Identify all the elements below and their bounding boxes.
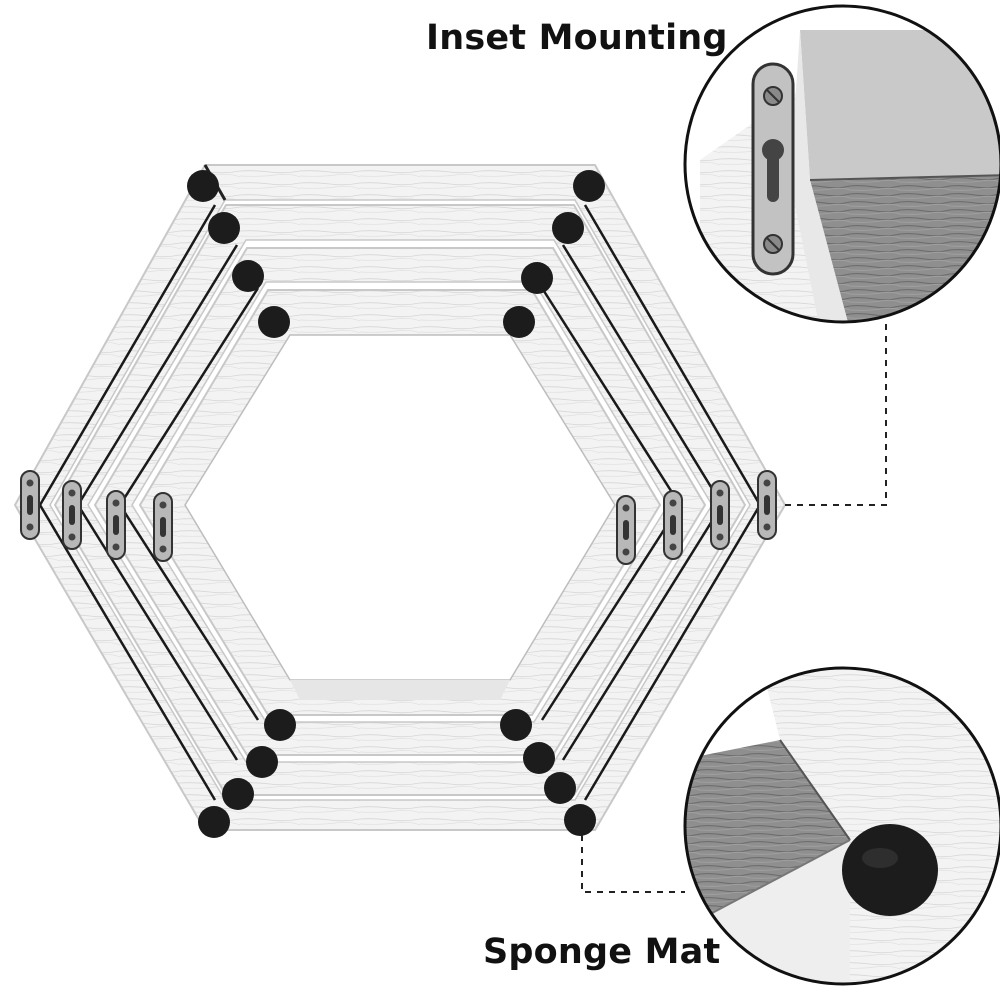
sponge-mat-detail: [683, 666, 1000, 986]
keyhole-hanger-icon: [751, 62, 795, 276]
hexagon-frame-inner: [138, 289, 662, 716]
sponge-mat-label: Sponge Mat: [483, 932, 721, 972]
sponge-pads: [187, 170, 605, 838]
inset-mounting-label: Inset Mounting: [426, 18, 728, 58]
sponge-pad-icon: [842, 824, 938, 916]
inset-mounting-detail: [683, 4, 1000, 324]
keyhole-brackets: [20, 470, 777, 565]
callout-lines: [581, 322, 887, 893]
